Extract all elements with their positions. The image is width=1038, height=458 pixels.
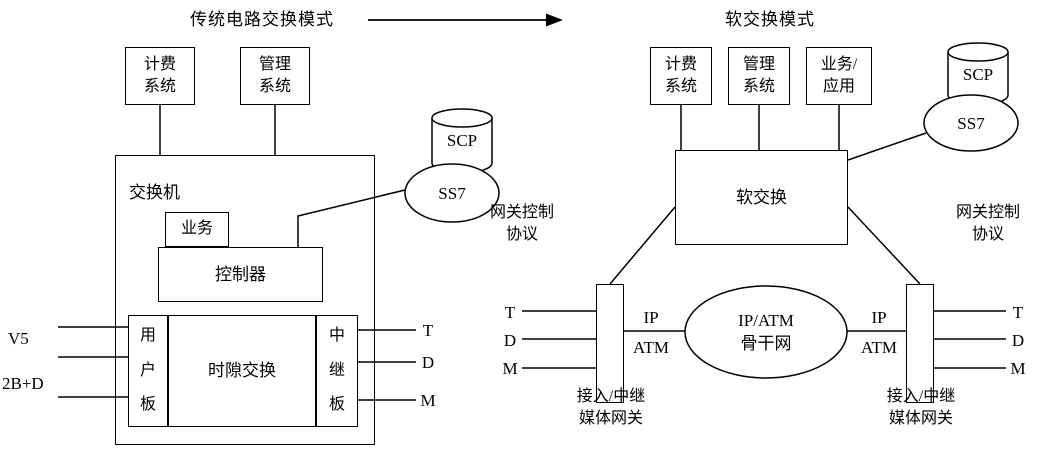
tdm-letter-t-left: T [422, 321, 434, 340]
management-label-line1: 管理 [258, 55, 291, 73]
2bd-label: 2B+D [2, 374, 44, 393]
scp-cylinder-right-top [947, 42, 1009, 62]
user-board-char2: 户 [139, 361, 156, 379]
management-label-line2: 系统 [742, 78, 775, 95]
tdm-letter-m-left: M [420, 391, 436, 410]
management-system-box-right: 管理 系统 [728, 47, 790, 105]
ss7-to-softswitch-line [847, 132, 927, 161]
trunk-board-char3: 板 [328, 396, 345, 414]
billing-label-line1: 计费 [143, 55, 176, 73]
ss7-label-left: SS7 [438, 184, 466, 203]
mode-transition-arrow-head [546, 13, 563, 27]
billing-system-box-right: 计费 系统 [650, 47, 712, 105]
service-app-box: 业务/ 应用 [806, 47, 872, 105]
trunk-board-box: 中 继 板 [316, 315, 358, 427]
ip-label-right: IP [871, 308, 887, 327]
controller-box: 控制器 [158, 247, 323, 302]
atm-label-right: ATM [861, 338, 897, 357]
gw-protocol-line1: 网关控制 [955, 204, 1020, 221]
controller-label: 控制器 [215, 264, 266, 284]
timeslot-switch-label: 时隙交换 [208, 361, 276, 381]
switch-label: 交换机 [129, 183, 180, 202]
switch-box: 交换机 [115, 155, 375, 445]
user-board-char1: 用 [139, 327, 156, 345]
ss7-to-controller-line [297, 189, 406, 247]
service-app-label-line2: 应用 [822, 78, 855, 95]
v5-label: V5 [8, 329, 29, 348]
gw-protocol-line2: 协议 [505, 225, 538, 243]
tdm-letter-t-right-diagram-right: T [1012, 303, 1024, 322]
media-gateway-caption-line1: 接入/中继 [886, 388, 956, 405]
service-label: 业务 [180, 220, 213, 238]
softswitch-to-left-gateway-line [609, 206, 676, 285]
right-diagram-title: 软交换模式 [725, 10, 815, 29]
media-gateway-caption-line2: 媒体网关 [888, 409, 953, 427]
scp-label-left: SCP [446, 131, 478, 150]
service-app-label-line1: 业务/ [820, 55, 858, 73]
tdm-letter-t-right-diagram-left: T [504, 303, 516, 322]
management-label-line1: 管理 [742, 55, 775, 73]
media-gateway-box-left [596, 284, 624, 403]
management-label-line2: 系统 [258, 78, 291, 95]
ss7-ellipse-right [923, 94, 1019, 152]
gw-protocol-line2: 协议 [971, 225, 1004, 243]
atm-label-left: ATM [633, 338, 669, 357]
scp-label-right: SCP [962, 65, 994, 84]
service-box: 业务 [165, 212, 229, 247]
tdm-letter-d-left: D [421, 353, 435, 372]
backbone-label: IP/ATM 骨干网 [706, 310, 826, 356]
softswitch-to-right-gateway-line [847, 206, 921, 285]
ip-label-left: IP [643, 308, 659, 327]
media-gateway-caption-line1: 接入/中继 [576, 388, 646, 405]
softswitch-label: 软交换 [736, 187, 787, 207]
trunk-board-char2: 继 [328, 361, 345, 379]
gateway-control-protocol-label-right: 网关控制 协议 [946, 202, 1030, 245]
gw-protocol-line1: 网关控制 [489, 204, 554, 221]
user-board-box: 用 户 板 [128, 315, 168, 427]
media-gateway-box-right [906, 284, 934, 403]
media-gateway-caption-line2: 媒体网关 [578, 409, 643, 427]
left-diagram-title: 传统电路交换模式 [190, 10, 334, 29]
backbone-ellipse [684, 285, 848, 379]
tdm-letter-d-right-diagram-left: D [503, 331, 517, 350]
ss7-ellipse-left [404, 163, 500, 223]
media-gateway-caption-right: 接入/中继 媒体网关 [874, 386, 968, 429]
management-system-box-left: 管理 系统 [240, 47, 310, 105]
backbone-label-line2: 骨干网 [740, 333, 792, 353]
gateway-control-protocol-label-left: 网关控制 协议 [480, 202, 564, 245]
billing-label-line2: 系统 [664, 78, 697, 95]
tdm-letter-m-right-diagram-right: M [1010, 359, 1026, 378]
trunk-board-char1: 中 [328, 327, 345, 345]
ss7-label-right: SS7 [957, 114, 985, 133]
softswitch-box: 软交换 [675, 150, 848, 245]
backbone-label-line1: IP/ATM [738, 311, 794, 330]
billing-label-line2: 系统 [143, 78, 176, 95]
tdm-letter-m-right-diagram-left: M [502, 359, 518, 378]
tdm-letter-d-right-diagram-right: D [1011, 331, 1025, 350]
user-board-char3: 板 [139, 396, 156, 414]
billing-label-line1: 计费 [664, 55, 697, 73]
billing-system-box-left: 计费 系统 [125, 47, 195, 105]
timeslot-switch-box: 时隙交换 [168, 315, 316, 427]
media-gateway-caption-left: 接入/中继 媒体网关 [564, 386, 658, 429]
scp-cylinder-left-top [431, 108, 493, 128]
